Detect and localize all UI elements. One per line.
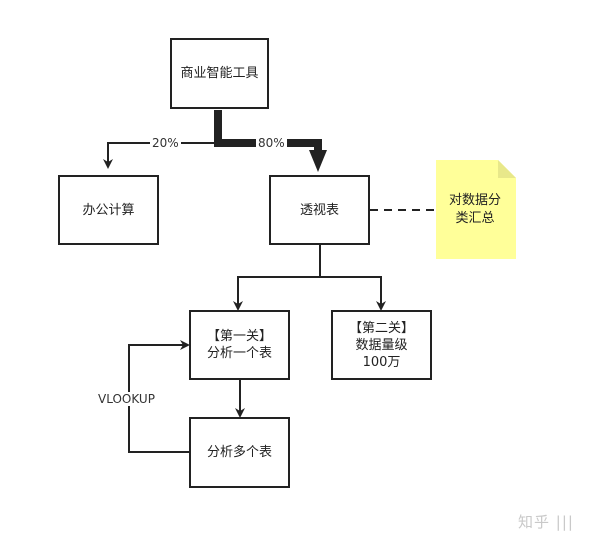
edge-label-20pct: 20%: [150, 136, 181, 150]
node-multi-table-label: 分析多个表: [206, 445, 272, 460]
node-pivot-table: 透视表: [269, 175, 370, 245]
note-shape: [436, 160, 516, 259]
note-text: 对数据分 类汇总: [440, 192, 510, 228]
note-line-1: 对数据分: [448, 193, 501, 208]
note-line-2: 类汇总: [455, 211, 495, 226]
node-level1: 【第一关】 分析一个表: [189, 310, 290, 380]
node-office-calc: 办公计算: [58, 175, 159, 245]
node-multi-table: 分析多个表: [189, 417, 290, 488]
edge-label-vlookup: VLOOKUP: [96, 392, 157, 406]
node-bi-tools-label: 商业智能工具: [180, 66, 259, 81]
node-level1-title: 【第一关】: [206, 329, 272, 344]
edge-label-80pct: 80%: [256, 136, 287, 150]
edge-bi-to-pivot-arrowhead: [309, 150, 327, 172]
node-level2: 【第二关】 数据量级 100万: [331, 310, 432, 380]
node-office-calc-label: 办公计算: [82, 202, 135, 218]
node-pivot-table-label: 透视表: [299, 202, 339, 218]
watermark: 知乎 |||: [518, 513, 574, 531]
node-level1-subtitle: 分析一个表: [206, 346, 272, 361]
edge-pivot-to-level2: [320, 276, 386, 311]
node-level2-title: 【第二关】: [348, 320, 414, 336]
node-bi-tools: 商业智能工具: [170, 38, 269, 109]
node-level2-line2: 100万: [362, 354, 401, 370]
note-fold: [498, 160, 516, 178]
node-level2-line1: 数据量级: [355, 337, 408, 353]
edge-pivot-trunk: [233, 245, 321, 311]
